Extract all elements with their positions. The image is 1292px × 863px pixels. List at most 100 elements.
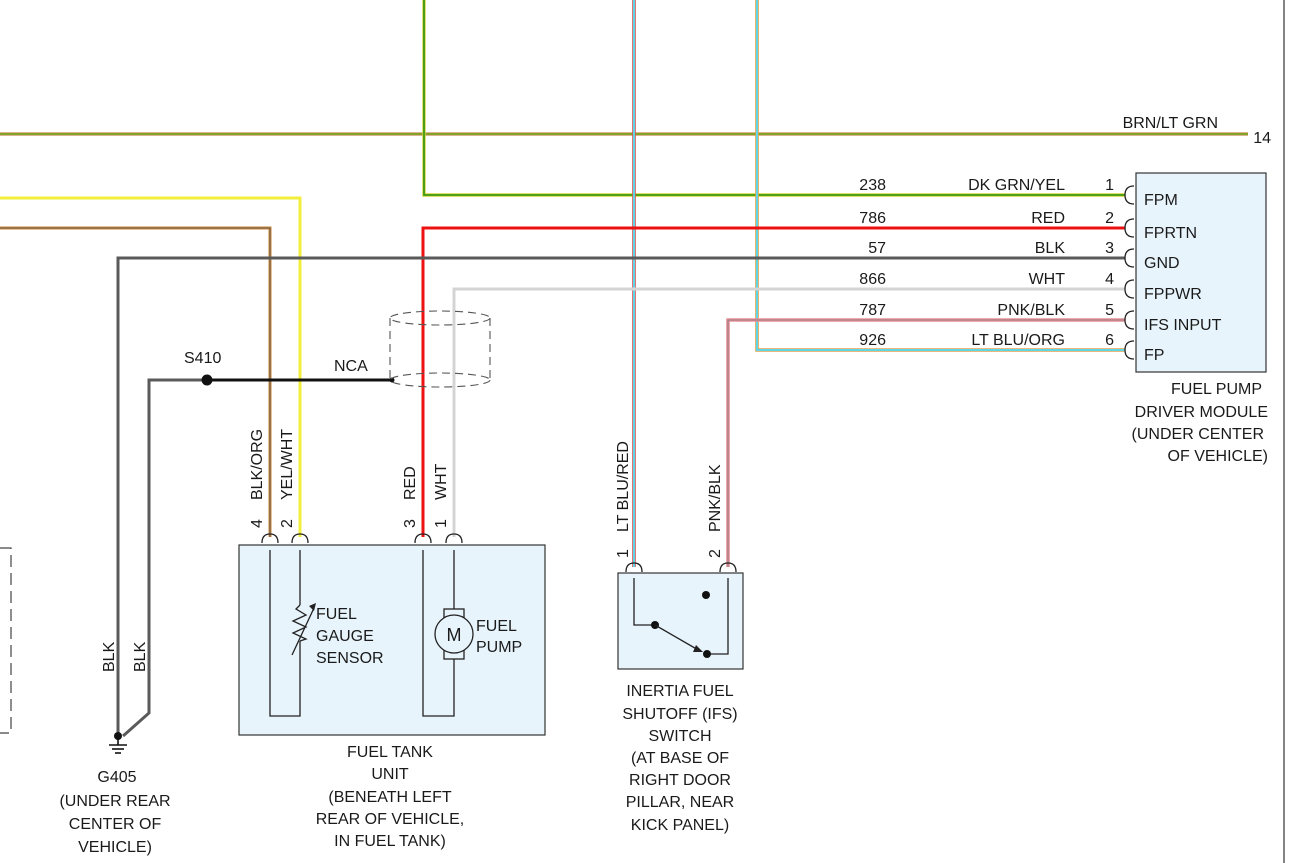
fpdm-wire-color: LT BLU/ORG <box>971 332 1065 349</box>
fpdm-pin-number: 1 <box>1105 177 1114 194</box>
tank-title-2: UNIT <box>371 766 409 783</box>
ground-wire-label-1: BLK <box>101 641 118 672</box>
fpdm-circuit-number: 866 <box>859 271 886 288</box>
wire-blk-org[interactable] <box>0 226 272 537</box>
gauge-sensor-label-3: SENSOR <box>316 650 384 667</box>
fpdm-pin-name: FPM <box>1144 192 1178 209</box>
pump-label-2: PUMP <box>476 639 522 656</box>
top-wire-pin: 14 <box>1253 130 1271 147</box>
wire-yel-wht[interactable] <box>0 196 302 537</box>
fpdm-connector-hood <box>1124 218 1135 238</box>
wires <box>0 0 1248 738</box>
tank-wire-2-color: YEL/WHT <box>279 429 296 500</box>
fpdm-connector-hood <box>1124 185 1135 205</box>
fpdm-circuit-number: 926 <box>859 332 886 349</box>
fpdm-connector-hood <box>1124 248 1135 268</box>
fpdm-connector-hood <box>1124 340 1135 360</box>
fpdm-pin-name: GND <box>1144 255 1180 272</box>
fpdm-circuit-number: 786 <box>859 210 886 227</box>
ground-title-1: G405 <box>97 769 136 786</box>
wire-blk-gnd[interactable] <box>116 256 1125 736</box>
splice-s410-label: S410 <box>184 350 221 367</box>
ifs-switch-circuit-left <box>633 578 655 626</box>
connector-pin-2 <box>291 533 309 544</box>
ifs-connector-pin-1 <box>625 562 643 573</box>
gauge-resistor <box>291 604 308 642</box>
ifs-wire-1-color: LT BLU/RED <box>615 441 632 532</box>
wire-pnk-blk[interactable] <box>726 318 1125 567</box>
ground-icon <box>109 736 127 754</box>
ifs-title-5: RIGHT DOOR <box>629 772 731 789</box>
ground-wire-label-2: BLK <box>132 641 149 672</box>
tank-pin-2-number: 2 <box>279 519 296 528</box>
fpdm-title-line-3: (UNDER CENTER <box>1132 426 1264 443</box>
wire-lt-blu-org[interactable] <box>755 0 1125 352</box>
ifs-wire-2-color: PNK/BLK <box>707 464 724 532</box>
tank-pin-3-number: 3 <box>402 519 419 528</box>
connector-pin-1 <box>445 533 463 544</box>
fpdm-wire-color: WHT <box>1029 271 1066 288</box>
fpdm-pin-number: 4 <box>1105 271 1114 288</box>
tank-pin-1-number: 1 <box>433 519 450 528</box>
fpdm-circuit-number: 787 <box>859 302 886 319</box>
ifs-pin-1-number: 1 <box>615 549 632 558</box>
fpdm-pin-name: FPRTN <box>1144 225 1197 242</box>
fpdm-wire-color: RED <box>1031 210 1065 227</box>
wire-red[interactable] <box>421 226 1125 537</box>
tank-title-4: REAR OF VEHICLE, <box>316 811 464 828</box>
tank-title-1: FUEL TANK <box>347 744 433 761</box>
fpdm-circuit-number: 57 <box>868 240 886 257</box>
ifs-title-3: SWITCH <box>648 728 711 745</box>
ifs-title-6: PILLAR, NEAR <box>626 794 734 811</box>
ifs-connector-pin-2 <box>719 562 737 573</box>
fuel-tank-unit-box[interactable] <box>238 544 546 736</box>
fpdm-pin-name: FP <box>1144 347 1164 364</box>
connector-pin-4 <box>261 533 279 544</box>
ifs-title-1: INERTIA FUEL <box>626 683 733 700</box>
ifs-title-2: SHUTOFF (IFS) <box>622 706 737 723</box>
ifs-switch-box[interactable] <box>617 572 744 670</box>
twisted-pair-shield <box>389 310 491 388</box>
tank-pin-4-number: 4 <box>249 519 266 528</box>
offpage-component-outline <box>0 547 12 734</box>
fpdm-title-line-4: OF VEHICLE) <box>1168 448 1268 465</box>
fpdm-pin-number: 6 <box>1105 332 1114 349</box>
tank-title-3: (BENEATH LEFT <box>328 789 452 806</box>
ifs-title-7: KICK PANEL) <box>631 817 729 834</box>
fpdm-wire-color: DK GRN/YEL <box>968 177 1065 194</box>
fpdm-connector-hood <box>1124 310 1135 330</box>
fpdm-box[interactable] <box>1135 172 1267 373</box>
fpdm-pin-number: 3 <box>1105 240 1114 257</box>
gauge-sensor-circuit <box>269 550 301 717</box>
fpdm-pin-name: FPPWR <box>1144 286 1202 303</box>
tank-wire-4-color: BLK/ORG <box>249 429 266 500</box>
ground-title-2: (UNDER REAR <box>59 793 170 810</box>
ifs-switch-circuit-right <box>707 578 729 655</box>
connector-pin-3 <box>414 533 432 544</box>
tank-wire-1-color: WHT <box>433 463 450 500</box>
pump-motor-circuit <box>422 550 455 717</box>
fpdm-wire-color: PNK/BLK <box>997 302 1065 319</box>
wire-wht[interactable] <box>452 287 1125 537</box>
fpdm-title-line-1: FUEL PUMP <box>1171 381 1262 398</box>
pump-label-1: FUEL <box>476 618 517 635</box>
fpdm-connector-hood <box>1124 279 1135 299</box>
ground-title-3: CENTER OF <box>69 816 162 833</box>
gauge-sensor-label-2: GAUGE <box>316 628 374 645</box>
ifs-title-4: (AT BASE OF <box>631 750 729 767</box>
ground-g405: BLK BLK G405 (UNDER REAR CENTER OF VEHIC… <box>59 641 170 856</box>
wire-blk-s410[interactable] <box>122 378 207 738</box>
motor-symbol-icon <box>434 614 474 654</box>
fuel-tank-unit: FUEL GAUGE SENSOR M FUEL PUMP 4 BLK/ORG … <box>238 429 546 850</box>
ifs-pin-2-number: 2 <box>707 549 724 558</box>
tank-wire-3-color: RED <box>402 466 419 500</box>
ifs-switch-lever <box>654 624 701 652</box>
fpdm-pin-number: 5 <box>1105 302 1114 319</box>
motor-symbol-text: M <box>447 625 462 645</box>
wire-dk-grn-yel[interactable] <box>422 0 1125 197</box>
fpdm-wire-color: BLK <box>1035 240 1066 257</box>
splice-s410-dot <box>201 374 213 386</box>
